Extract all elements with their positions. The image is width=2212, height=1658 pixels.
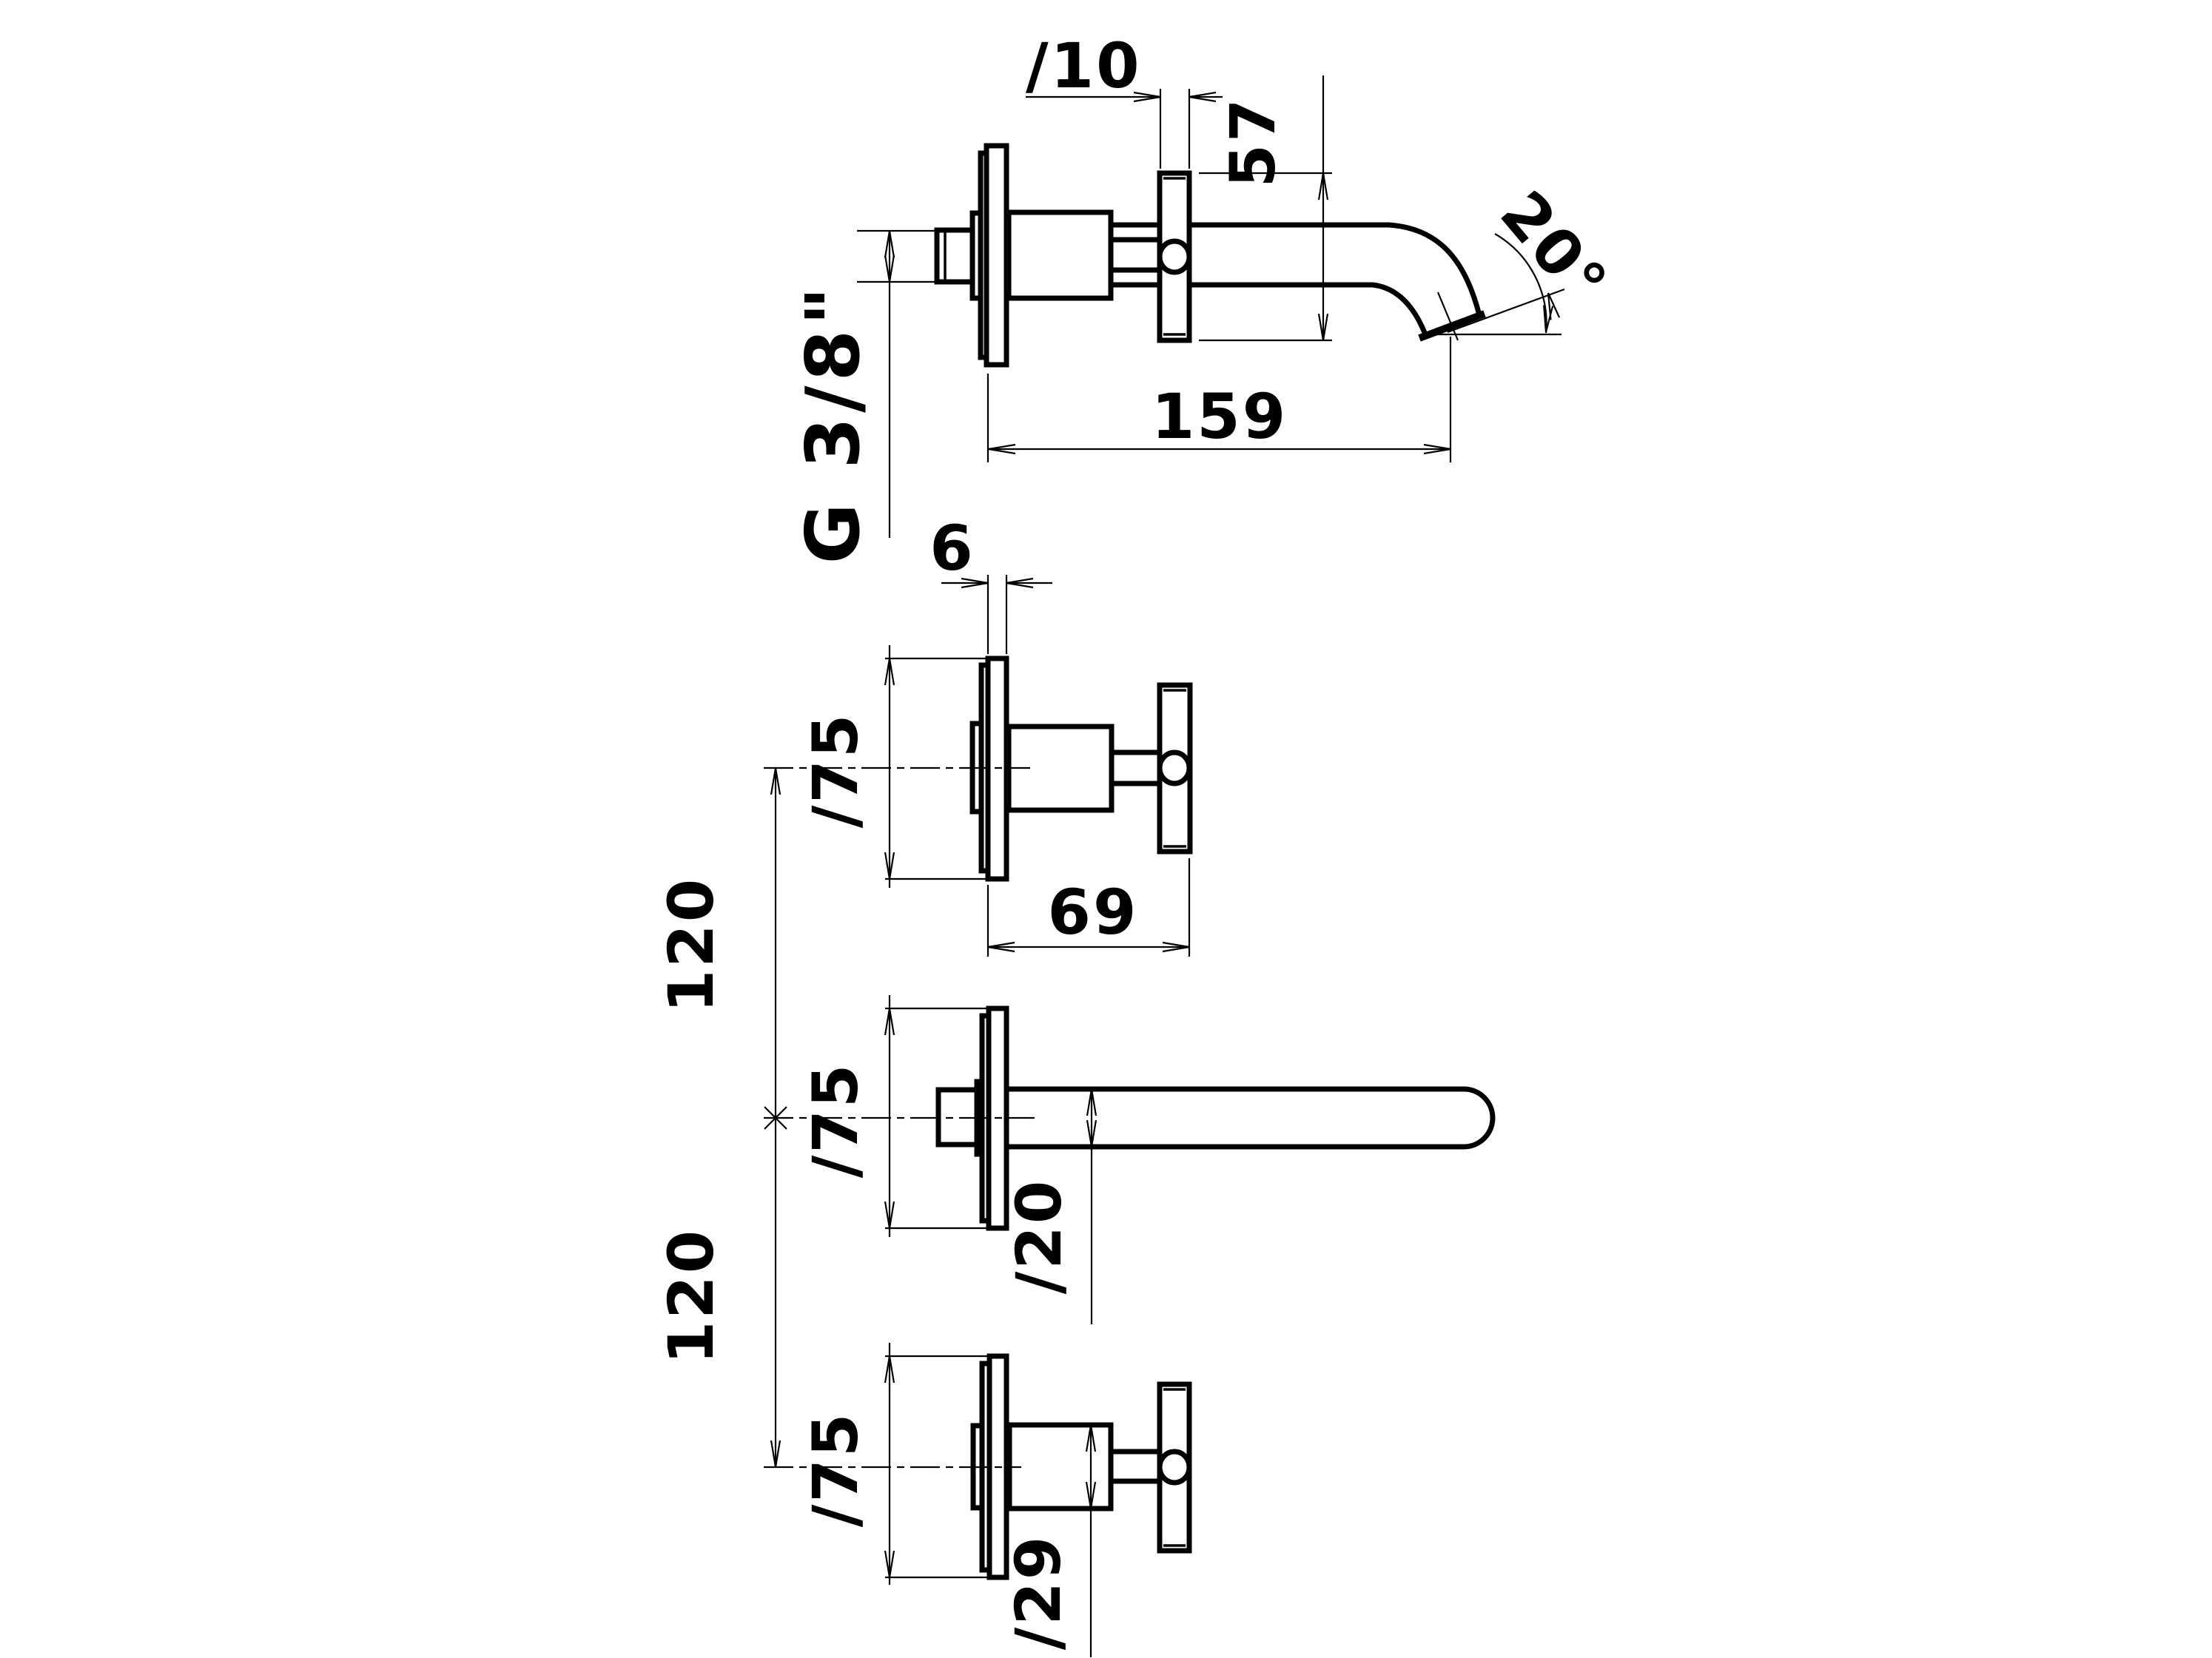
dim-body-diameter: ∕29	[1002, 1424, 1097, 1657]
handle-hub	[1157, 238, 1192, 275]
spout-plan-view	[764, 1005, 1496, 1231]
front-plate	[986, 1353, 1009, 1580]
dim-tube-diameter: ∕20	[1003, 1088, 1097, 1324]
stem	[1109, 749, 1163, 786]
dim-label-57: 57	[1217, 97, 1289, 188]
dim-label-phi75-middle: ∕75	[799, 1062, 872, 1179]
inlet-nipple	[935, 1087, 981, 1148]
spout-side-view	[934, 143, 1486, 368]
dim-vertical-spacing: 120 120	[655, 767, 787, 1468]
dim-escutcheon-diameter-lower: ∕75	[799, 1343, 987, 1585]
dim-spout-projection: 159	[986, 337, 1452, 462]
dim-projection-69: 69	[986, 858, 1191, 957]
dim-label-69: 69	[1048, 876, 1139, 948]
cross-handle	[1157, 1381, 1192, 1554]
lower-stem	[1108, 267, 1163, 288]
dim-handle-diameter: ∕10	[1026, 30, 1223, 169]
housing	[970, 1423, 985, 1511]
dim-label-20deg: 20°	[1487, 178, 1622, 320]
valve-body	[1006, 209, 1114, 301]
front-plate	[986, 1005, 1009, 1231]
dim-label-phi20: ∕20	[1003, 1179, 1075, 1295]
dim-label-phi75-upper: ∕75	[799, 712, 872, 829]
dim-inlet-thread: G 3/8"	[790, 229, 937, 565]
handle-hub	[1157, 1449, 1192, 1486]
valve-body	[1006, 1422, 1114, 1512]
dim-handle-height: 57	[1199, 75, 1332, 342]
dim-label-6: 6	[929, 512, 975, 584]
upper-valve-view	[764, 656, 1193, 882]
dim-label-159: 159	[1152, 380, 1288, 453]
front-plate	[984, 143, 1009, 368]
dim-label-phi75-lower: ∕75	[799, 1412, 872, 1528]
housing	[969, 721, 984, 815]
dim-label-120-lower: 120	[655, 1228, 727, 1364]
dim-escutcheon-diameter-middle: ∕75	[799, 995, 987, 1237]
lower-valve-view	[764, 1353, 1192, 1580]
dim-label-120-upper: 120	[655, 877, 727, 1013]
handle-hub	[1157, 749, 1192, 786]
dim-escutcheon-diameter-upper: ∕75	[799, 645, 987, 888]
upper-stem	[1108, 222, 1163, 243]
dim-outlet-angle: 20°	[1433, 178, 1622, 341]
center-tick	[764, 1106, 787, 1130]
dim-label-g38: G 3/8"	[790, 283, 876, 565]
cross-handle	[1157, 682, 1193, 855]
dim-escutcheon-thickness: 6	[929, 512, 1052, 654]
inlet-nipple	[934, 227, 975, 285]
dim-label-phi29: ∕29	[1002, 1534, 1075, 1651]
spout-tube	[1006, 1086, 1496, 1150]
dim-label-phi10: ∕10	[1026, 30, 1142, 102]
spout-outline	[1189, 222, 1486, 342]
cross-handle	[1157, 170, 1192, 343]
stem	[1108, 1449, 1163, 1484]
